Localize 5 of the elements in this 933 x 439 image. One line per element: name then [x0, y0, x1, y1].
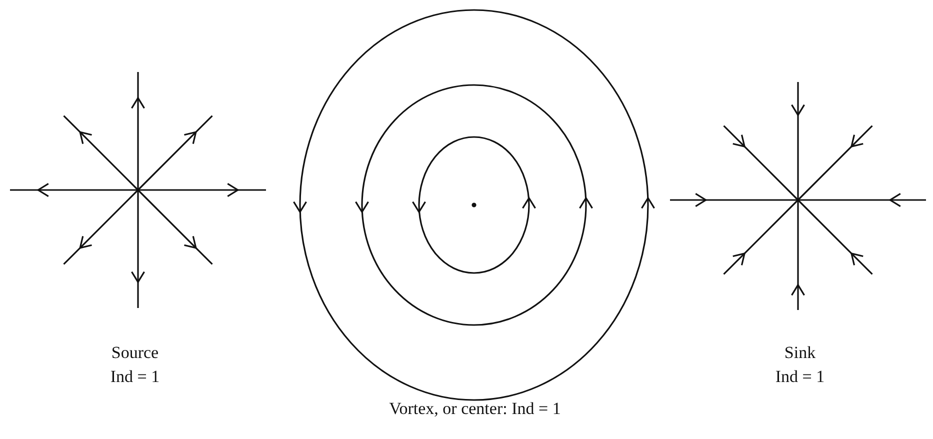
caption-text: Sink [783, 342, 817, 364]
caption-text: Ind = 1 [774, 366, 826, 388]
caption-text: Ind = 1 [109, 366, 161, 388]
caption-text: Vortex, or center: Ind = 1 [388, 398, 562, 420]
caption-text: Source [110, 342, 160, 364]
